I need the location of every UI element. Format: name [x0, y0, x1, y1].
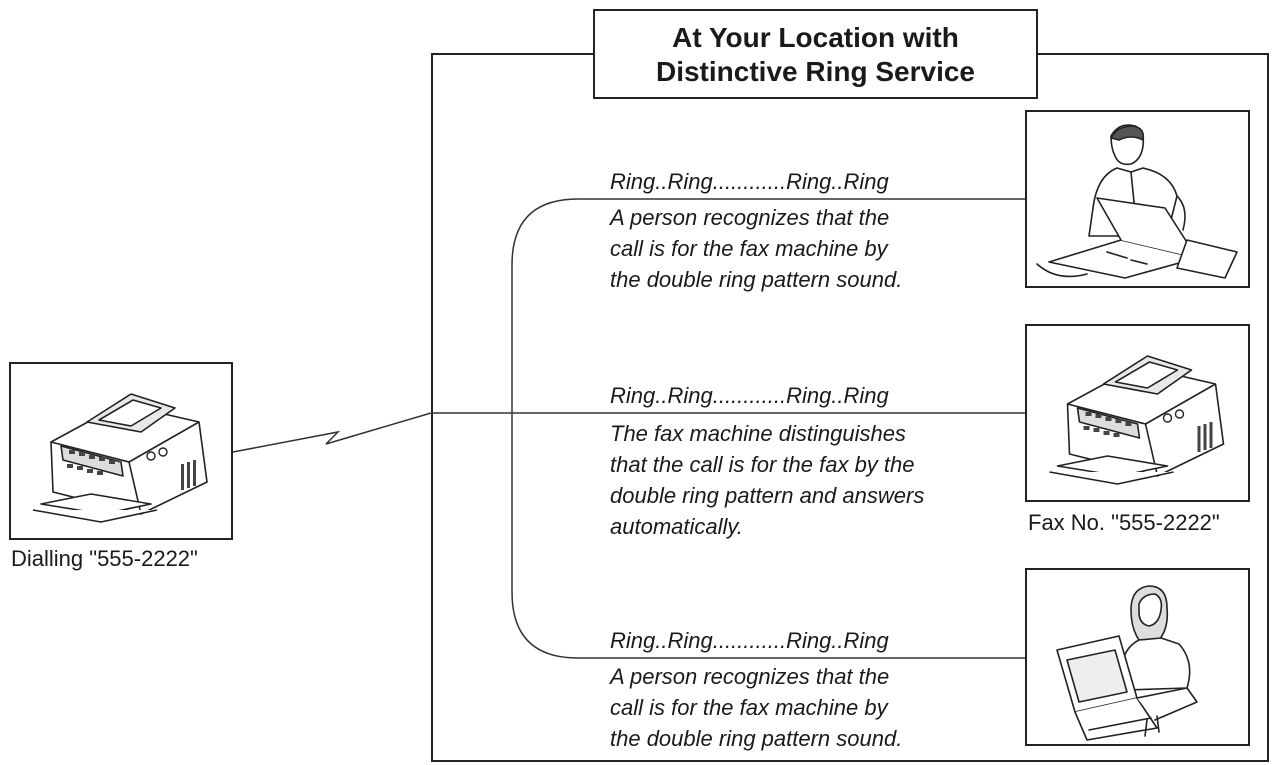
receiving-fax-picture — [1025, 324, 1250, 502]
description-line: the double ring pattern sound. — [610, 726, 903, 751]
fax-machine-icon — [32, 393, 208, 523]
person-at-computer-icon — [1056, 585, 1198, 741]
description-line: automatically. — [610, 514, 743, 539]
fax-machine-icon — [1049, 355, 1225, 485]
branch-description-1: A person recognizes that the call is for… — [610, 202, 902, 295]
branch-line-top — [511, 198, 1025, 413]
title-line-2: Distinctive Ring Service — [655, 56, 975, 87]
description-line: call is for the fax machine by — [610, 236, 888, 261]
fax-number-caption: Fax No. "555-2222" — [1028, 510, 1220, 535]
title-line-1: At Your Location with — [672, 22, 959, 53]
description-line: The fax machine distinguishes — [610, 421, 906, 446]
phone-line — [232, 412, 432, 453]
branch-description-3: A person recognizes that the call is for… — [610, 661, 902, 754]
person-at-laptop-icon — [1036, 124, 1238, 279]
ring-pattern-3: Ring..Ring............Ring..Ring — [610, 628, 889, 653]
title-box: At Your Location with Distinctive Ring S… — [593, 9, 1038, 99]
description-line: the double ring pattern sound. — [610, 267, 903, 292]
ring-pattern-1: Ring..Ring............Ring..Ring — [610, 169, 889, 194]
caller-caption: Dialling "555-2222" — [11, 546, 198, 571]
branch-line-bottom — [511, 413, 1025, 659]
caller-fax-picture — [9, 362, 233, 540]
description-line: call is for the fax machine by — [610, 695, 888, 720]
description-line: A person recognizes that the — [610, 664, 890, 689]
branch-description-2: The fax machine distinguishes that the c… — [610, 418, 924, 542]
person-laptop-picture — [1025, 110, 1250, 288]
description-line: double ring pattern and answers — [610, 483, 925, 508]
ring-pattern-2: Ring..Ring............Ring..Ring — [610, 383, 889, 408]
description-line: A person recognizes that the — [610, 205, 890, 230]
description-line: that the call is for the fax by the — [610, 452, 915, 477]
person-computer-picture — [1025, 568, 1250, 746]
